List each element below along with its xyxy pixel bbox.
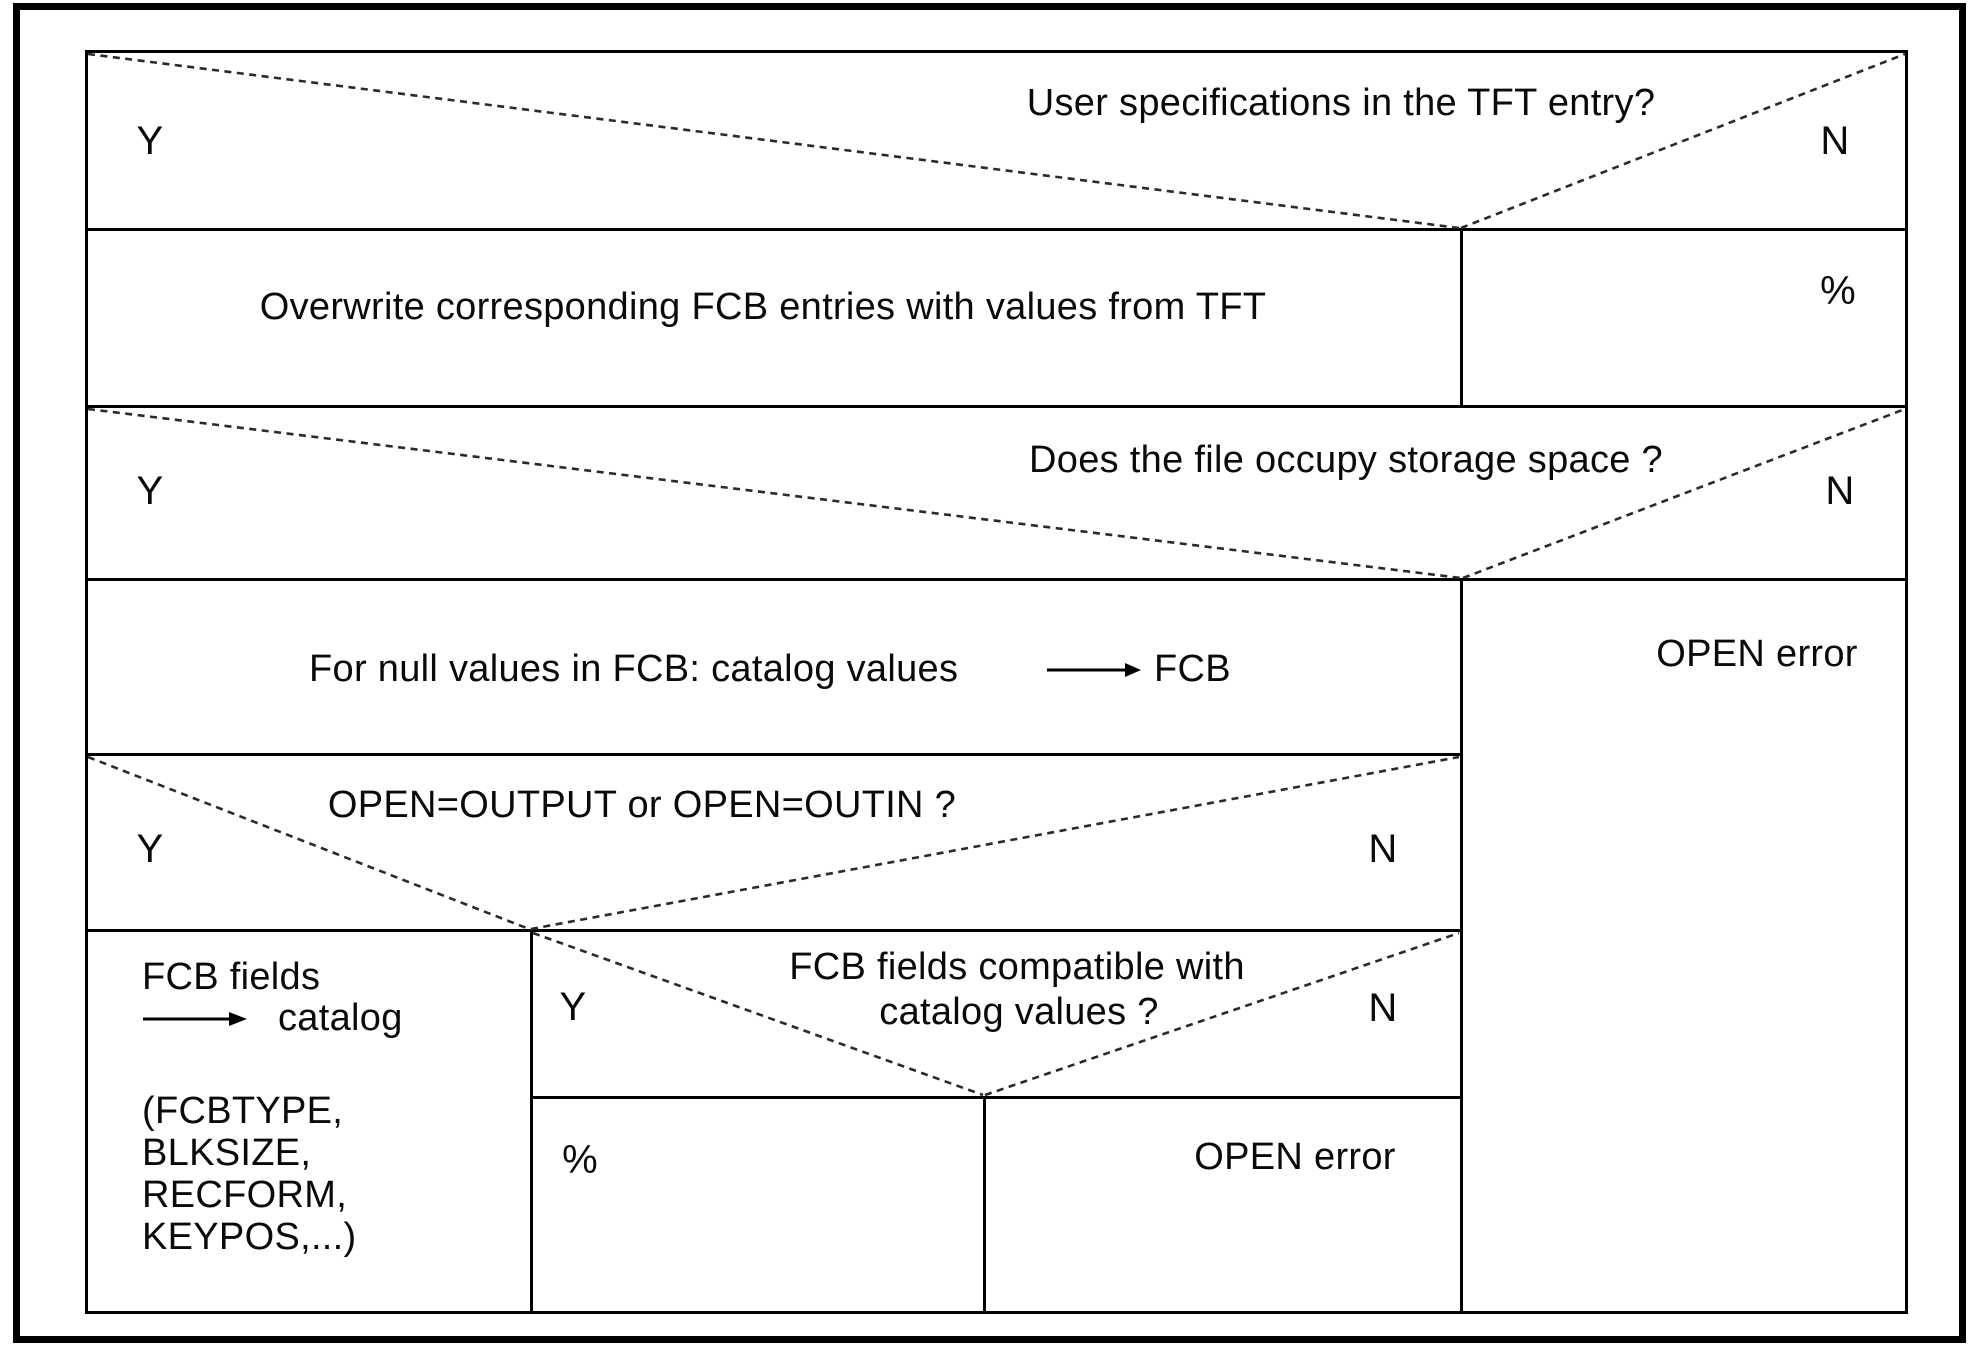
action-null-values-text: For null values in FCB: catalog values [309, 648, 959, 691]
question-open-mode: OPEN=OUTPUT or OPEN=OUTIN ? [327, 784, 957, 827]
divider-band1-band2 [85, 228, 1908, 231]
divider-band2-band3 [85, 405, 1908, 408]
open-error-column-label: OPEN error [1656, 633, 1858, 676]
fcb-field-item: (FCBTYPE, [142, 1090, 344, 1133]
percent-label-tft: % [1820, 269, 1856, 313]
yes-label-tft: Y [136, 119, 164, 163]
no-label-compat: N [1368, 986, 1398, 1030]
flowchart-box [85, 50, 1908, 1314]
no-label-open-mode: N [1368, 827, 1398, 871]
arrow-right-icon [1047, 663, 1141, 677]
divider-overwrite-percent [1460, 228, 1463, 408]
yes-label-open-mode: Y [136, 827, 164, 871]
fcb-fields-label: FCB fields [142, 956, 321, 999]
divider-fcb-cell [530, 929, 533, 1314]
divider-open-error-column [1460, 578, 1463, 1314]
percent-label-compat: % [562, 1138, 598, 1182]
fcb-field-item: RECFORM, [142, 1174, 348, 1217]
divider-band5-band6 [85, 929, 1463, 932]
action-null-values-target: FCB [1154, 648, 1231, 691]
fcb-field-item: BLKSIZE, [142, 1132, 312, 1175]
fcb-field-item: KEYPOS,...) [142, 1216, 357, 1259]
arrow-right-icon [143, 1012, 247, 1026]
outer-frame [13, 3, 1966, 1343]
question-compat-line1: FCB fields compatible with [789, 946, 1245, 989]
yes-label-storage: Y [136, 469, 164, 513]
divider-band4-band5 [85, 753, 1463, 756]
no-label-tft: N [1820, 119, 1850, 163]
open-error-compat-label: OPEN error [1194, 1136, 1396, 1179]
divider-band6-results [530, 1096, 1463, 1099]
question-storage: Does the file occupy storage space ? [1029, 439, 1663, 482]
divider-percent-openerror [983, 1096, 986, 1314]
action-cell-overwrite: Overwrite corresponding FCB entries with… [259, 286, 1267, 329]
question-compat-line2: catalog values ? [879, 991, 1159, 1034]
no-label-storage: N [1825, 469, 1855, 513]
fcb-catalog-target: catalog [278, 997, 403, 1040]
yes-label-compat: Y [559, 985, 587, 1029]
divider-band3-band4 [85, 578, 1908, 581]
question-tft: User specifications in the TFT entry? [1026, 82, 1656, 125]
